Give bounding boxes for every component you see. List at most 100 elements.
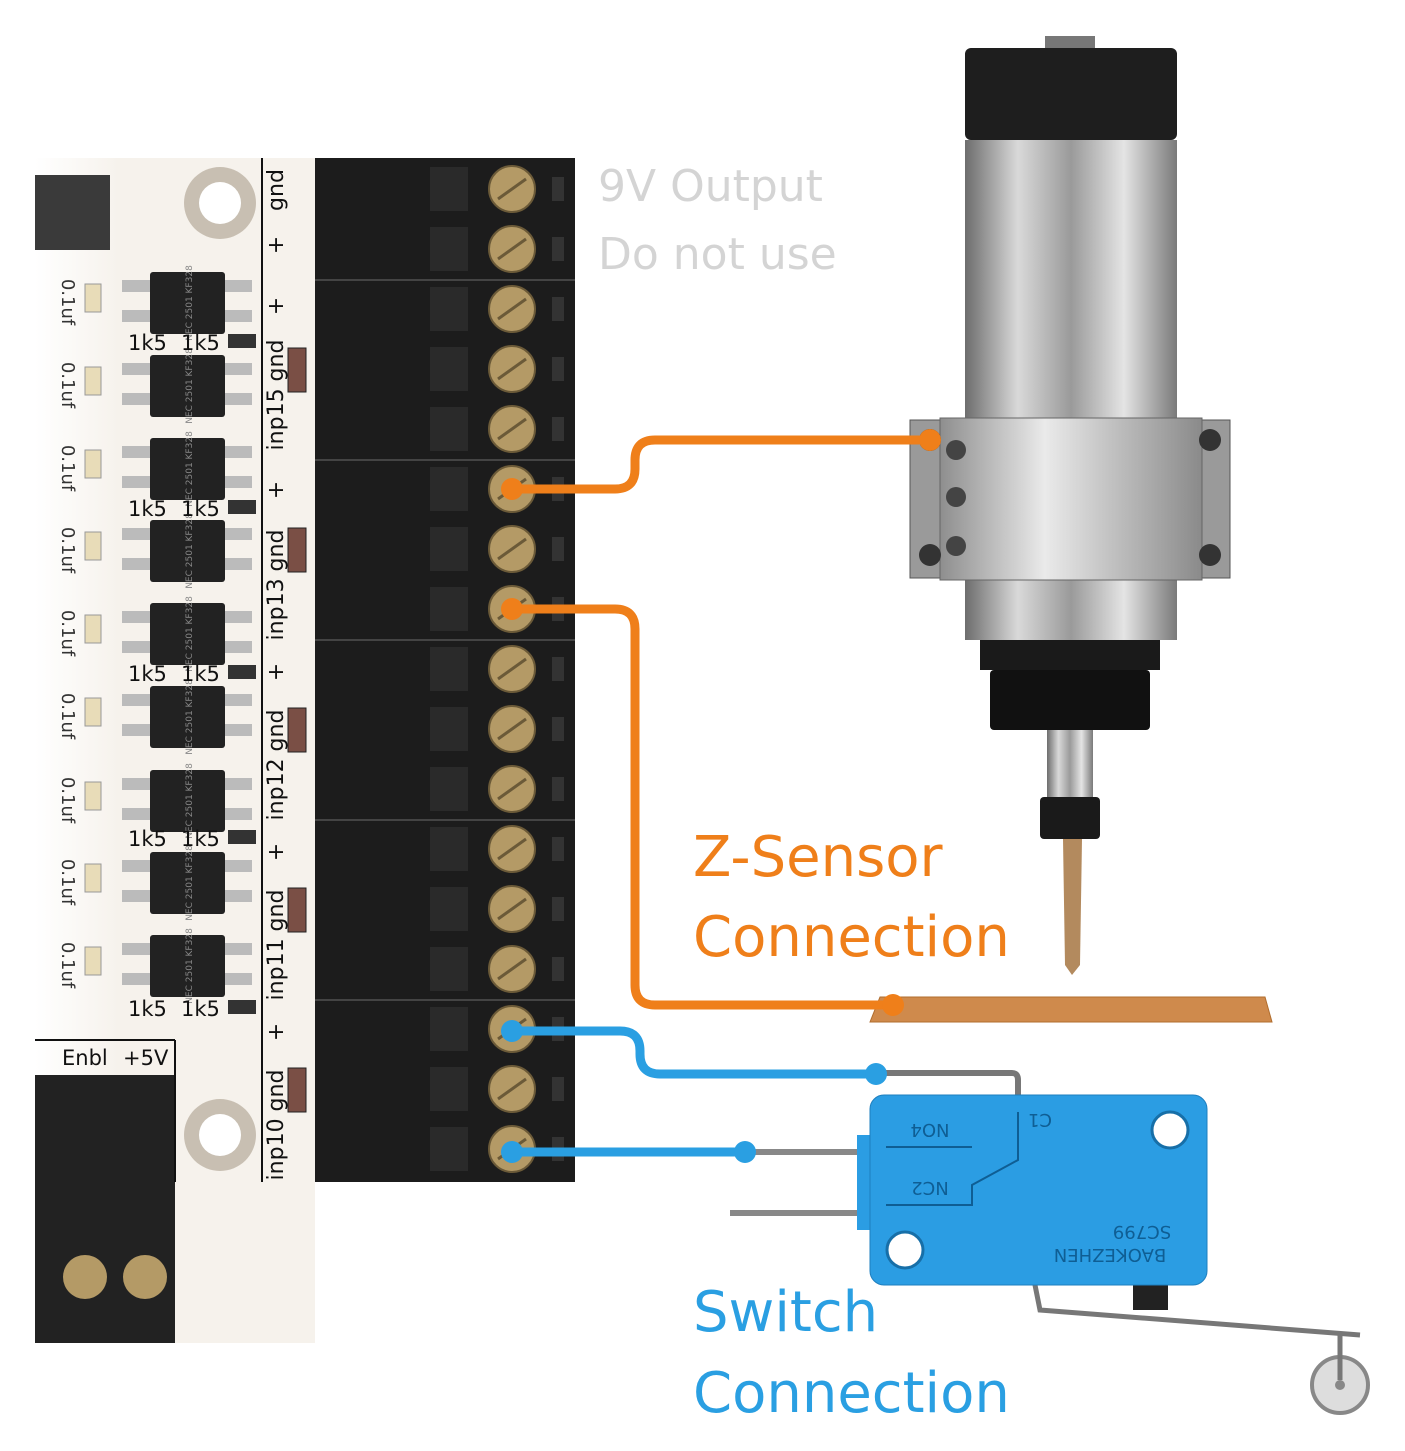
switch-terminal-nc2: NC2 xyxy=(911,1177,949,1198)
terminal-label: + xyxy=(264,236,289,254)
chip-marking: NEC 2501 KF328 xyxy=(185,513,195,589)
capacitor-label: 0.1uf xyxy=(57,279,78,326)
resistor-label: 1k5 xyxy=(181,331,220,355)
resistor-label: 1k5 xyxy=(128,662,167,686)
z-sensor-label-line2: Connection xyxy=(693,905,1010,970)
board-component xyxy=(35,175,110,250)
wire-entry xyxy=(552,297,564,321)
chip-marking: NEC 2501 KF328 xyxy=(185,845,195,921)
switch-terminal-no4: NO4 xyxy=(910,1119,949,1140)
chip-marking: NEC 2501 KF328 xyxy=(185,431,195,507)
power-connector xyxy=(35,1075,175,1343)
switch-model: SC799 xyxy=(1113,1221,1171,1242)
smd-component xyxy=(287,347,307,393)
z-sensor-wire-probe xyxy=(507,435,935,494)
optocoupler-chip xyxy=(150,852,225,914)
terminal-label: + xyxy=(264,1023,289,1041)
optocoupler-chip xyxy=(150,438,225,500)
chip-marking: NEC 2501 KF328 xyxy=(185,928,195,1004)
capacitor-label: 0.1uf xyxy=(57,859,78,906)
capacitor-label: 0.1uf xyxy=(57,610,78,657)
resistor xyxy=(228,830,256,844)
screw-slot xyxy=(497,297,527,321)
terminal-latch xyxy=(430,587,468,631)
resistor-label: 1k5 xyxy=(181,497,220,521)
optocoupler-chip xyxy=(150,272,225,334)
terminal-latch xyxy=(430,287,468,331)
capacitor xyxy=(84,781,102,811)
resistor xyxy=(228,1000,256,1014)
enbl-label: Enbl xyxy=(62,1046,108,1070)
capacitor xyxy=(84,863,102,893)
switch-terminal-c1: C1 xyxy=(1028,1109,1052,1130)
terminal-latch xyxy=(430,827,468,871)
terminal-label: + xyxy=(264,297,289,315)
terminal-label: inp11 gnd xyxy=(264,890,289,1001)
resistor-label: 1k5 xyxy=(181,662,220,686)
wire-entry xyxy=(552,897,564,921)
resistor-label: 1k5 xyxy=(128,497,167,521)
wire-entry xyxy=(552,837,564,861)
screw-slot xyxy=(497,897,527,921)
wire-entry xyxy=(552,177,564,201)
optocoupler-chip xyxy=(150,770,225,832)
output-warning-line1: 9V Output xyxy=(598,161,823,212)
capacitor xyxy=(84,697,102,727)
chip-marking: NEC 2501 KF328 xyxy=(185,596,195,672)
z-sensor-label-line1: Z-Sensor xyxy=(693,825,943,890)
workpiece xyxy=(869,996,1273,1023)
terminal-latch xyxy=(430,1067,468,1111)
optocoupler-chip xyxy=(150,355,225,417)
screw-slot xyxy=(497,537,527,561)
screw-slot xyxy=(497,237,527,261)
capacitor xyxy=(84,366,102,396)
screw-slot xyxy=(497,717,527,741)
terminal-latch xyxy=(430,887,468,931)
resistor xyxy=(228,500,256,514)
terminal-latch xyxy=(430,347,468,391)
resistor-label: 1k5 xyxy=(128,827,167,851)
capacitor xyxy=(84,449,102,479)
resistor xyxy=(228,665,256,679)
capacitor-label: 0.1uf xyxy=(57,445,78,492)
screw-slot xyxy=(497,177,527,201)
terminal-latch xyxy=(430,527,468,571)
terminal-label: gnd xyxy=(264,169,289,211)
chip-marking: NEC 2501 KF328 xyxy=(185,763,195,839)
terminal-latch xyxy=(430,767,468,811)
resistor xyxy=(228,334,256,348)
smd-component xyxy=(287,527,307,573)
wires xyxy=(501,429,941,1163)
terminal-latch xyxy=(430,407,468,451)
optocoupler-chip xyxy=(150,935,225,997)
chip-marking: NEC 2501 KF328 xyxy=(185,265,195,341)
optocoupler-chip xyxy=(150,603,225,665)
screw-slot xyxy=(497,777,527,801)
chip-marking: NEC 2501 KF328 xyxy=(185,348,195,424)
switch-wire-common xyxy=(507,1026,881,1079)
switch-label-line1: Switch xyxy=(693,1280,879,1345)
screw-slot xyxy=(497,357,527,381)
capacitor xyxy=(84,531,102,561)
smd-component xyxy=(287,887,307,933)
wire-entry xyxy=(552,657,564,681)
screw-slot xyxy=(497,657,527,681)
switch-label-line2: Connection xyxy=(693,1361,1010,1426)
wire-entry xyxy=(552,417,564,441)
terminal-label: + xyxy=(264,663,289,681)
terminal-label: + xyxy=(264,843,289,861)
switch-brand: BAOKEZHEN xyxy=(1054,1244,1166,1265)
output-warning-line2: Do not use xyxy=(598,229,837,280)
resistor-label: 1k5 xyxy=(181,997,220,1021)
wire-entry xyxy=(552,537,564,561)
terminal-latch xyxy=(430,707,468,751)
resistor-label: 1k5 xyxy=(128,997,167,1021)
capacitor xyxy=(84,946,102,976)
optocoupler-chip xyxy=(150,520,225,582)
terminal-block xyxy=(315,158,575,1182)
terminal-latch xyxy=(430,167,468,211)
terminal-label: + xyxy=(264,481,289,499)
terminal-label: inp13 gnd xyxy=(264,530,289,641)
